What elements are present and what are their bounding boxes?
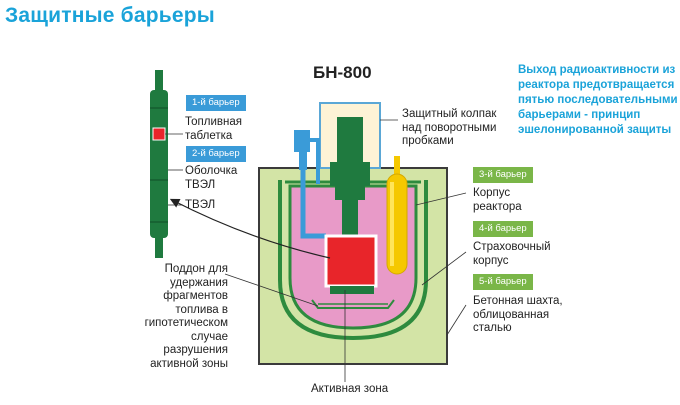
- fuel-element: [150, 70, 168, 258]
- yellow-rod: [386, 156, 408, 275]
- fuel-pellet: [152, 127, 166, 141]
- leader-guard-vessel: [421, 251, 467, 286]
- label-guard-vessel: Страховочный корпус: [473, 241, 551, 267]
- barrier-2-badge: 2-й барьер: [186, 146, 246, 162]
- label-cladding: Оболочка ТВЭЛ: [185, 165, 238, 191]
- label-protective-cap: Защитный колпак над поворотными пробками: [402, 108, 497, 147]
- label-concrete-shaft: Бетонная шахта, облицованная сталью: [473, 295, 563, 334]
- label-fuel-pellet: Топливная таблетка: [185, 116, 242, 142]
- rotating-plug-column: [330, 117, 370, 235]
- zoom-arrow: [169, 198, 331, 259]
- leader-vessel: [415, 192, 467, 206]
- core-catcher: [311, 299, 395, 309]
- label-active-core: Активная зона: [311, 383, 389, 395]
- reactor-model-label: БН-800: [313, 63, 372, 82]
- label-fuel-element: ТВЭЛ: [185, 199, 216, 211]
- label-core-catcher: Поддон для удержания фрагментов топлива …: [144, 263, 228, 370]
- info-text: Выход радиоактивности из реактора предот…: [518, 64, 678, 136]
- fuel-element-bottom-cap: [155, 238, 163, 258]
- fuel-element-top-cap: [155, 70, 163, 90]
- leader-shaft: [446, 304, 467, 336]
- blue-pipe: [294, 130, 326, 239]
- active-core: [324, 234, 378, 294]
- barrier-1-badge: 1-й барьер: [186, 95, 246, 111]
- leader-core-catcher: [224, 273, 319, 307]
- label-reactor-vessel: Корпус реактора: [473, 187, 522, 213]
- page-title: Защитные барьеры: [5, 4, 215, 27]
- guard-vessel: [278, 180, 428, 341]
- barrier-3-badge: 3-й барьер: [473, 167, 533, 183]
- fuel-element-body: [150, 90, 168, 238]
- barrier-5-badge: 5-й барьер: [473, 274, 533, 290]
- barrier-4-badge: 4-й барьер: [473, 221, 533, 237]
